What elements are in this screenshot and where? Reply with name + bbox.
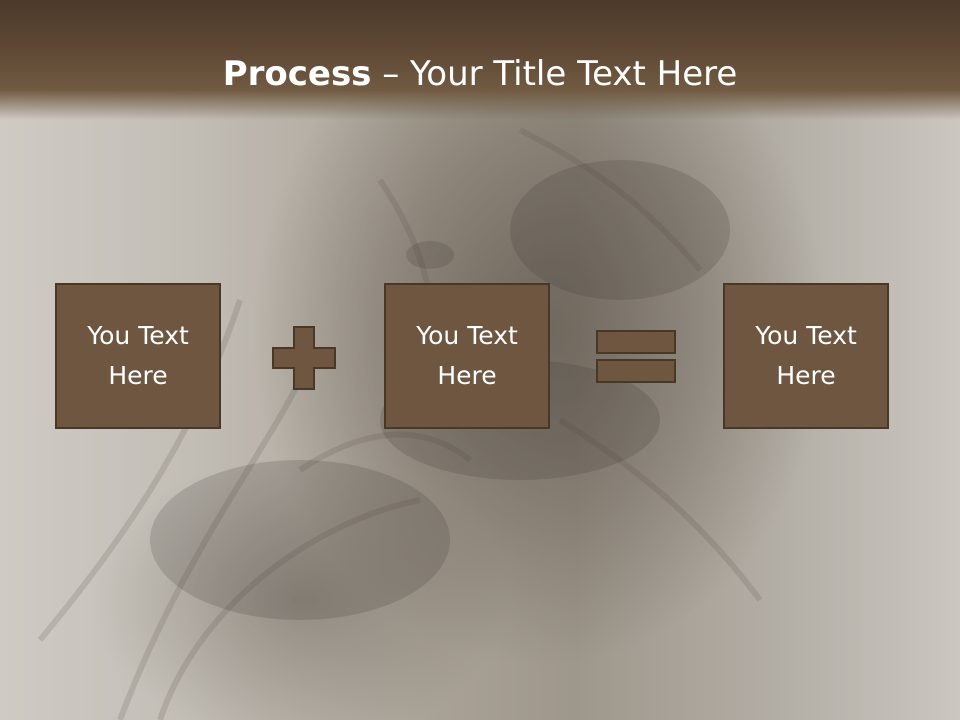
process-box-3: You Text Here bbox=[723, 283, 889, 429]
title-bar bbox=[0, 0, 960, 120]
process-box-1: You Text Here bbox=[55, 283, 221, 429]
process-box-1-label: You Text Here bbox=[87, 321, 189, 390]
plus-icon bbox=[272, 326, 336, 390]
process-box-3-label: You Text Here bbox=[755, 321, 857, 390]
slide-title: Process – Your Title Text Here bbox=[0, 52, 960, 96]
process-box-2: You Text Here bbox=[384, 283, 550, 429]
process-box-2-label: You Text Here bbox=[416, 321, 518, 390]
equals-icon bbox=[596, 330, 676, 383]
title-rest: – Your Title Text Here bbox=[371, 54, 738, 94]
title-bold: Process bbox=[222, 54, 372, 94]
